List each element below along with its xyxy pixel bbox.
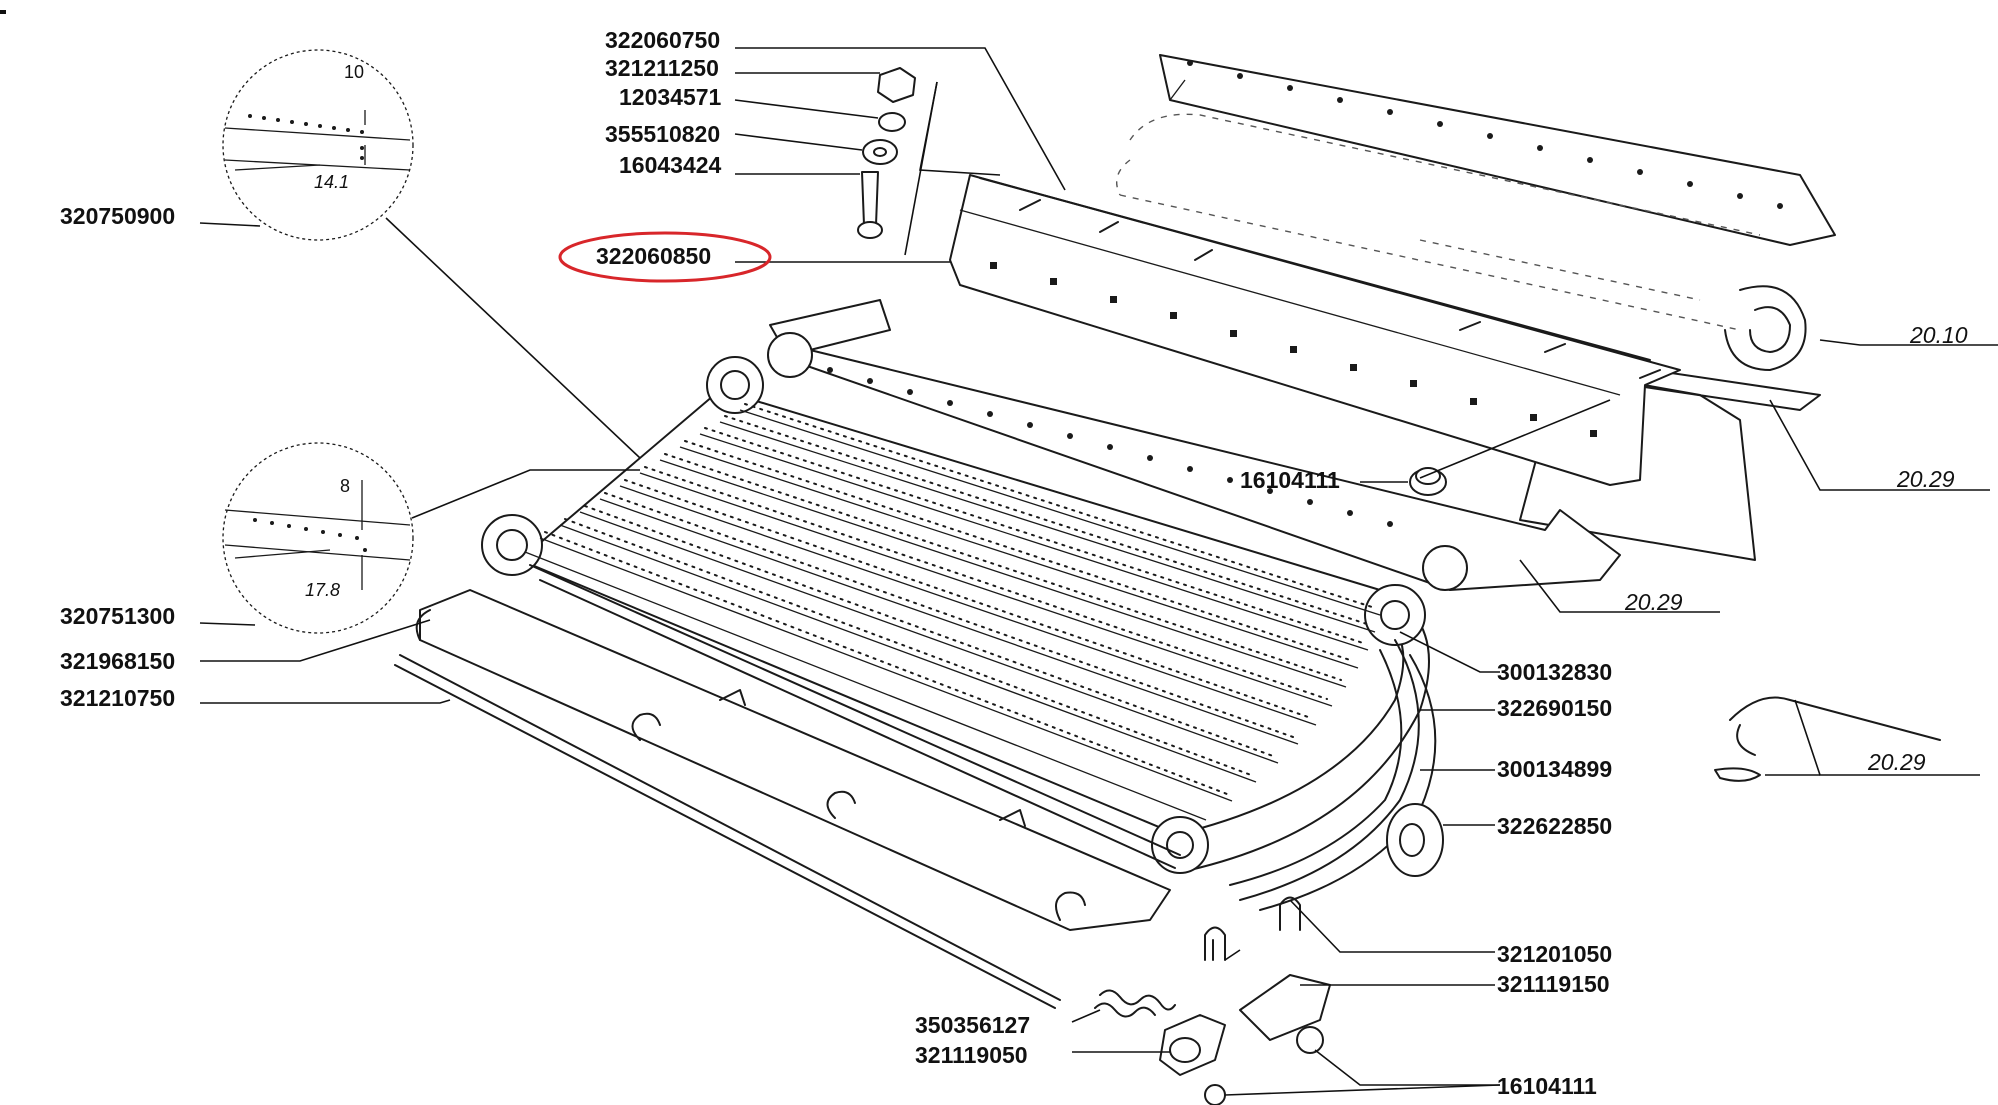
label-320751300: 320751300 — [60, 603, 175, 629]
label-300134899: 300134899 — [1497, 756, 1612, 782]
detail-top-dim-diag: 14.1 — [314, 172, 349, 192]
spring — [1094, 989, 1176, 1018]
label-321119050: 321119050 — [915, 1042, 1028, 1068]
brackets — [1159, 974, 1331, 1076]
label-321119150: 321119150 — [1497, 971, 1610, 997]
u-bolts — [1204, 896, 1301, 961]
ref-20-10: 20.10 — [1909, 322, 1968, 348]
detail-top-dim-vertical: 10 — [344, 62, 364, 82]
label-16104111-top: 16104111 — [1240, 467, 1340, 493]
label-300132830: 300132830 — [1497, 659, 1612, 685]
label-16043424: 16043424 — [619, 152, 722, 178]
clip-detail — [1714, 696, 1941, 782]
lower-guard-plate — [415, 589, 1171, 931]
detail-circle-top: 10 14.1 — [222, 49, 414, 241]
label-321201050: 321201050 — [1497, 941, 1612, 967]
ref-20-29-clip: 20.29 — [1867, 749, 1926, 775]
highlight-ellipse — [558, 231, 772, 283]
long-rod — [399, 654, 1061, 1001]
label-320750900: 320750900 — [60, 203, 175, 229]
part-labels: 322060750 321211250 12034571 355510820 1… — [60, 27, 1612, 1099]
label-322060750: 322060750 — [605, 27, 720, 53]
label-355510820: 355510820 — [605, 121, 720, 147]
small-nuts — [1204, 1026, 1324, 1105]
reference-labels: 20.10 20.29 20.29 20.29 — [1624, 322, 1968, 775]
concave-front-bar — [767, 299, 1621, 591]
label-322622850: 322622850 — [1497, 813, 1612, 839]
upper-plate — [949, 174, 1681, 486]
label-322060850: 322060850 — [596, 243, 711, 269]
ref-20-29-middle: 20.29 — [1624, 589, 1683, 615]
detail-bottom-dim-vertical: 8 — [340, 476, 350, 496]
round-washer — [1386, 803, 1444, 877]
label-321211250: 321211250 — [605, 55, 719, 81]
concave-grate — [481, 356, 1430, 874]
corner-mark — [0, 10, 6, 14]
detail-circle-bottom: 8 17.8 — [222, 442, 414, 634]
washer-nut-bolt — [857, 67, 916, 239]
label-321210750: 321210750 — [60, 685, 175, 711]
label-350356127: 350356127 — [915, 1012, 1030, 1038]
ref-20-29-right: 20.29 — [1896, 466, 1955, 492]
label-12034571: 12034571 — [619, 84, 722, 110]
label-16104111-bottom: 16104111 — [1497, 1073, 1597, 1099]
label-321968150: 321968150 — [60, 648, 175, 674]
label-322690150: 322690150 — [1497, 695, 1612, 721]
leader-lines — [199, 47, 1998, 1096]
detail-bottom-dim-diag: 17.8 — [305, 580, 340, 600]
nut-16104111 — [1409, 467, 1447, 496]
